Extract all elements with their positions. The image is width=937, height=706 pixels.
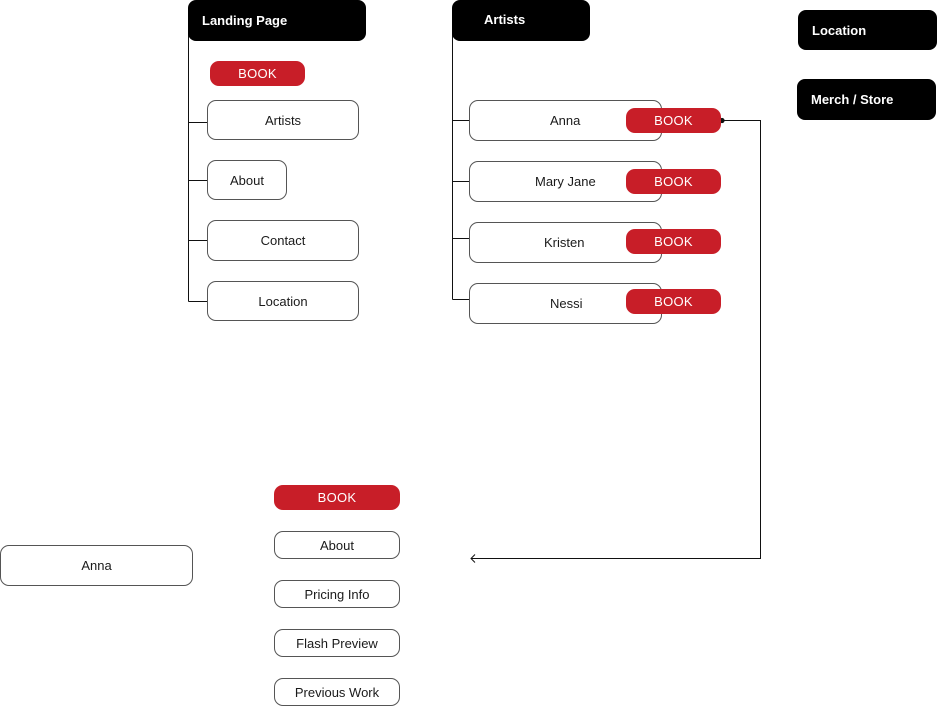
artist-page-item-pricing-info[interactable]: Pricing Info	[274, 580, 400, 608]
landing-item-about[interactable]: About	[207, 160, 287, 200]
artist-item-mary-jane[interactable]: Mary Jane	[469, 161, 662, 202]
landing-page-title: Landing Page	[202, 13, 288, 28]
artist-page-item-label: Previous Work	[294, 684, 380, 700]
book-label: BOOK	[654, 234, 693, 249]
merch-store-label: Merch / Store	[811, 92, 894, 107]
artist-name: Anna	[550, 113, 581, 128]
landing-item-contact[interactable]: Contact	[207, 220, 359, 261]
book-button-mary-jane[interactable]: BOOK	[626, 169, 721, 194]
book-button-kristen[interactable]: BOOK	[626, 229, 721, 254]
book-button-anna[interactable]: BOOK	[626, 108, 721, 133]
landing-item-label: Location	[258, 293, 308, 309]
artist-name: Nessi	[550, 296, 583, 311]
artist-name: Kristen	[544, 235, 585, 250]
artist-page-item-label: Pricing Info	[304, 586, 370, 602]
merch-store-node[interactable]: Merch / Store	[797, 79, 936, 120]
book-label: BOOK	[317, 490, 357, 505]
landing-item-location[interactable]: Location	[207, 281, 359, 321]
artist-page-item-about[interactable]: About	[274, 531, 400, 559]
landing-book-button[interactable]: BOOK	[210, 61, 305, 86]
landing-item-label: About	[230, 172, 264, 188]
artist-page-book-button[interactable]: BOOK	[274, 485, 400, 510]
artists-title: Artists	[484, 12, 526, 27]
landing-page-header: Landing Page	[188, 0, 366, 41]
artist-item-kristen[interactable]: Kristen	[469, 222, 662, 263]
book-label: BOOK	[654, 294, 693, 309]
book-button-nessi[interactable]: BOOK	[626, 289, 721, 314]
arrow-head	[470, 554, 476, 563]
artist-page-item-label: About	[320, 537, 354, 553]
book-label: BOOK	[654, 113, 693, 128]
book-label: BOOK	[654, 174, 693, 189]
anna-book-flow-arrow	[471, 120, 761, 559]
landing-item-label: Contact	[260, 233, 306, 248]
landing-book-label: BOOK	[238, 66, 277, 81]
landing-item-label: Artists	[264, 112, 302, 128]
artist-name: Mary Jane	[535, 174, 596, 189]
location-label: Location	[812, 22, 867, 38]
artists-header: Artists	[452, 0, 590, 41]
landing-item-artists[interactable]: Artists	[207, 100, 359, 140]
location-node[interactable]: Location	[798, 10, 937, 50]
artist-page-item-previous-work[interactable]: Previous Work	[274, 678, 400, 706]
artist-page-item-label: Flash Preview	[296, 635, 378, 651]
artist-page-name: Anna	[81, 558, 112, 573]
artist-page-item-flash-preview[interactable]: Flash Preview	[274, 629, 400, 657]
artist-page-anna[interactable]: Anna	[0, 545, 193, 586]
